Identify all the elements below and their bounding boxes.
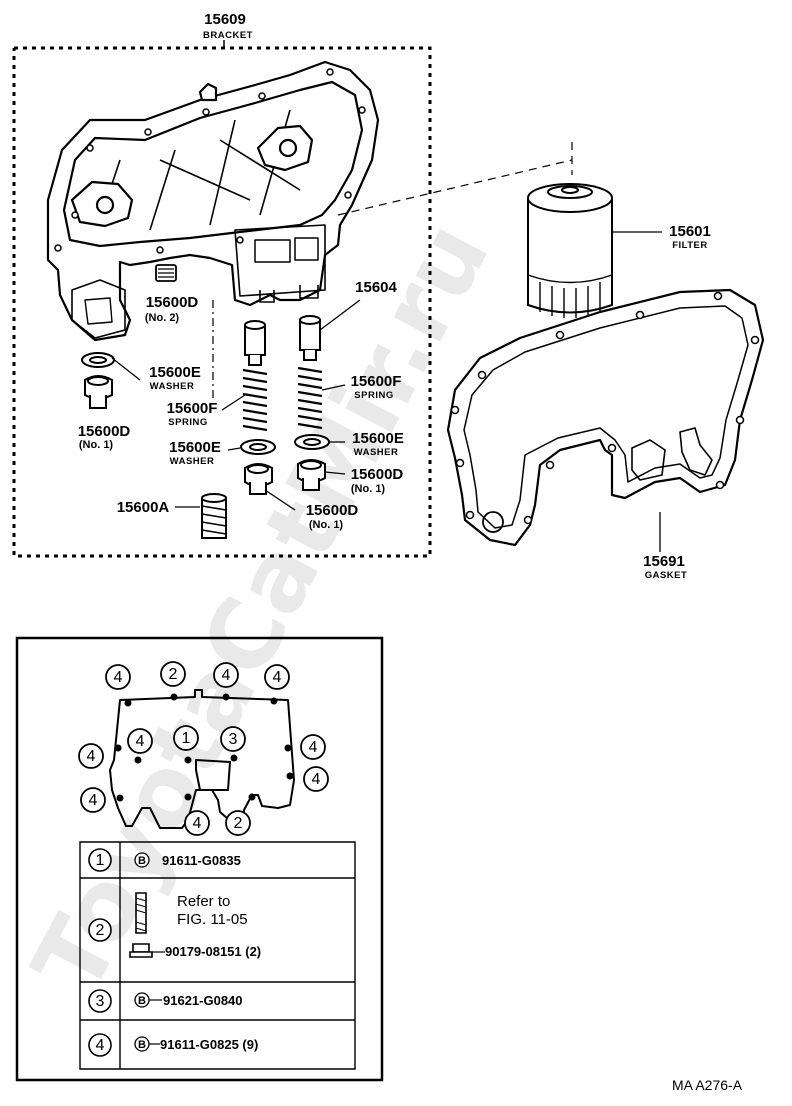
bolt-marker-labels: 4 2 4 4 4 4 1 3 4 4 4 4 2 <box>87 666 321 832</box>
plug-right-no1-num: 15600D <box>351 466 404 483</box>
callout-plug-left-no1: 15600D (No. 1) <box>78 423 131 451</box>
legend-row-4-part: 91611-G0825 (9) <box>160 1037 258 1052</box>
callout-washer-mid: 15600E WASHER <box>169 439 221 467</box>
bolt-legend-table <box>80 842 355 1069</box>
legend-row-2-part: 90179-08151 (2) <box>165 944 261 959</box>
gasket-part <box>448 290 763 545</box>
legend-row-2-fig: FIG. 11-05 <box>177 911 248 928</box>
spring-right-part <box>298 368 322 428</box>
legend-row-1-prefix: B <box>138 855 146 867</box>
relief-valve-15600a-part <box>202 494 226 538</box>
washer-mid-num: 15600E <box>169 439 221 456</box>
svg-text:4: 4 <box>87 748 96 765</box>
svg-text:2: 2 <box>234 815 243 832</box>
oil-filter-part <box>528 184 612 318</box>
leader-lines <box>112 232 662 552</box>
legend-row-2-refer: Refer to <box>177 893 230 910</box>
spring-left-name: SPRING <box>168 417 207 428</box>
svg-text:4: 4 <box>114 669 123 686</box>
washer-left-part <box>82 353 114 367</box>
legend-row-4-marker: 4 <box>96 1037 105 1054</box>
washer-left-num: 15600E <box>149 364 201 381</box>
bolt-layout-box <box>17 638 382 1080</box>
plug-mid-no1-num: 15600D <box>306 502 359 519</box>
spring-left-part <box>243 370 267 430</box>
plug-right-no1-sub: (No. 1) <box>351 483 386 495</box>
plug-left-no1-num: 15600D <box>78 423 131 440</box>
callout-filter: 15601 FILTER <box>669 223 711 251</box>
legend-row-4-prefix: B <box>138 1039 146 1051</box>
bolt-locations <box>114 693 294 802</box>
callout-plug-no2: 15600D (No. 2) <box>145 294 199 324</box>
plug-right-no1-part <box>298 460 325 490</box>
filter-num: 15601 <box>669 223 711 240</box>
legend-row-1-part: 91611-G0835 <box>162 853 241 868</box>
callout-gasket: 15691 GASKET <box>643 553 687 581</box>
callout-plug-mid-no1: 15600D (No. 1) <box>306 502 359 531</box>
plug-left-no1-part <box>85 376 112 408</box>
svg-text:4: 4 <box>89 792 98 809</box>
legend-markers <box>89 849 111 1056</box>
svg-text:2: 2 <box>169 666 178 683</box>
callout-spring-left: 15600F SPRING <box>167 400 218 428</box>
legend-row-3-marker: 3 <box>96 993 105 1010</box>
callout-plug-right-no1: 15600D (No. 1) <box>351 466 404 495</box>
gasket-num: 15691 <box>643 553 685 570</box>
washer-left-name: WASHER <box>150 381 195 392</box>
washer-right-part <box>295 435 329 449</box>
spring-right-num: 15600F <box>351 373 402 390</box>
legend-row-1-marker: 1 <box>96 852 105 869</box>
svg-text:4: 4 <box>312 771 321 788</box>
plug-mid-no1-part <box>245 464 272 494</box>
legend-row-3-prefix: B <box>138 995 146 1007</box>
legend-bolt-prefix-icons <box>135 853 149 1051</box>
svg-text:4: 4 <box>309 739 318 756</box>
svg-text:4: 4 <box>222 667 231 684</box>
bolt-layout-outline <box>110 690 294 828</box>
gasket-name: GASKET <box>645 570 688 581</box>
flange-nut-icon <box>130 944 152 957</box>
filter-name: FILTER <box>672 240 708 251</box>
plug-left-no1-sub: (No. 1) <box>79 439 114 451</box>
washer-mid-part <box>241 440 275 454</box>
valve-num: 15600A <box>117 499 170 516</box>
svg-text:4: 4 <box>136 733 145 750</box>
washer-right-name: WASHER <box>354 447 399 458</box>
bracket-num: 15609 <box>204 11 246 28</box>
filter-mount-dashed-line <box>338 160 572 215</box>
callout-washer-right: 15600E WASHER <box>352 430 404 458</box>
callout-washer-left: 15600E WASHER <box>149 364 201 392</box>
svg-text:4: 4 <box>273 669 282 686</box>
spring-right-name: SPRING <box>354 390 393 401</box>
callout-spring-right: 15600F SPRING <box>351 373 402 401</box>
part-15604-num: 15604 <box>355 279 397 296</box>
bolt-markers <box>79 662 328 835</box>
svg-text:4: 4 <box>193 815 202 832</box>
bracket-name: BRACKET <box>203 30 253 41</box>
plug-no2-sub: (No. 2) <box>145 312 180 324</box>
plug-no2-part <box>156 265 176 281</box>
washer-mid-name: WASHER <box>170 456 215 467</box>
spring-left-num: 15600F <box>167 400 218 417</box>
valve-left-part <box>245 321 265 365</box>
bracket-part <box>48 62 378 340</box>
callout-bracket: 15609 BRACKET <box>203 11 253 41</box>
svg-text:1: 1 <box>182 730 191 747</box>
valve-right-part <box>300 316 320 360</box>
plug-no2-num: 15600D <box>146 294 199 311</box>
drawing-code: MA A276-A <box>672 1077 743 1093</box>
legend-row-3-part: 91621-G0840 <box>163 993 243 1008</box>
legend-row-2-marker: 2 <box>96 922 105 939</box>
washer-right-num: 15600E <box>352 430 404 447</box>
stud-bolt-icon <box>136 893 146 933</box>
plug-mid-no1-sub: (No. 1) <box>309 519 344 531</box>
svg-text:3: 3 <box>229 731 238 748</box>
